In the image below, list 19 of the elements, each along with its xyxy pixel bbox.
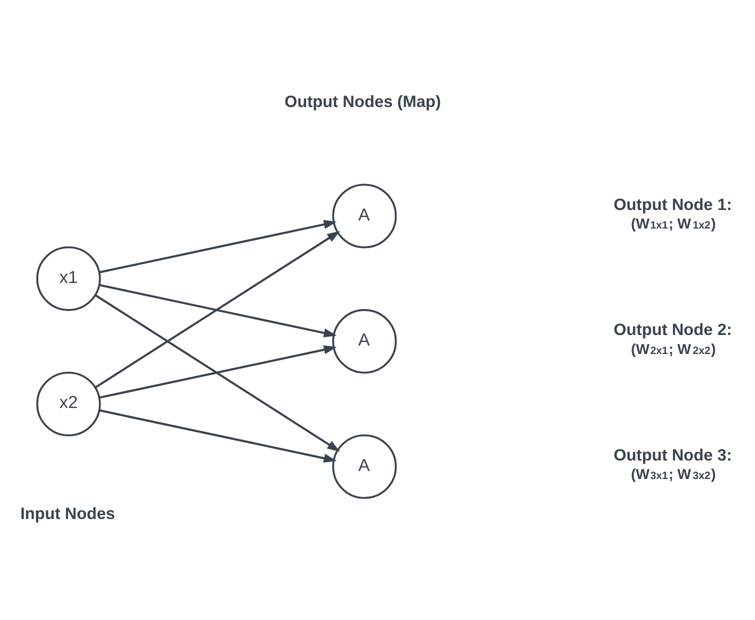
arrow	[99, 220, 337, 274]
node-circle: x2	[36, 372, 101, 436]
node-circle: A	[332, 184, 397, 248]
arrow	[94, 294, 340, 452]
arrow	[99, 409, 337, 463]
node-label: (W2x1; W2x2)	[631, 342, 716, 358]
arrow	[99, 345, 337, 399]
label: Input Nodes	[20, 504, 115, 523]
label: Output Nodes (Map)	[284, 93, 441, 112]
node-label: Output Node 3:	[614, 446, 732, 464]
node-label: Output Node 2:	[614, 321, 732, 340]
arrow	[99, 284, 337, 338]
arrow	[94, 230, 340, 388]
node-circle: x1	[36, 246, 101, 311]
node-label: Output Node 1:	[614, 196, 732, 214]
node-label: (W1x1; W1x2)	[631, 216, 716, 233]
node-circle: A	[332, 309, 397, 374]
node-circle: A	[332, 434, 397, 499]
node-label: (W3x1; W3x2)	[631, 467, 716, 484]
